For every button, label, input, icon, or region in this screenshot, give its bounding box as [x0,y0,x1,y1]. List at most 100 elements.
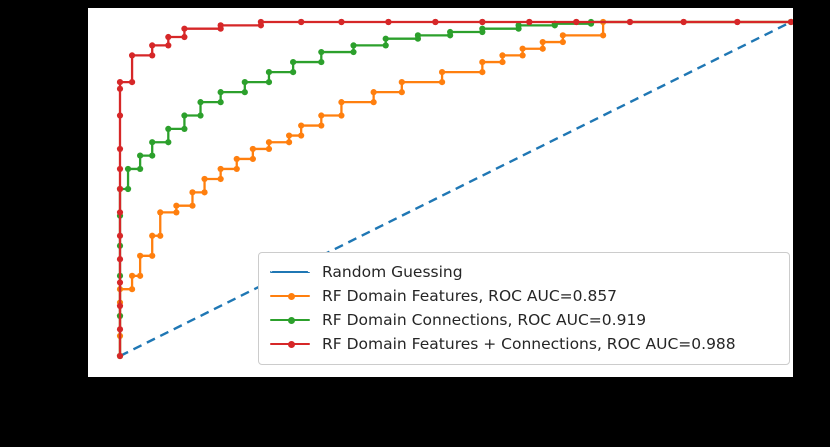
roc-marker [526,18,533,26]
roc-marker [398,89,405,96]
roc-marker [519,45,526,52]
roc-marker [124,165,132,173]
roc-marker [265,139,273,146]
roc-marker [149,152,156,159]
roc-marker [385,18,392,26]
roc-marker [285,132,293,139]
roc-marker [217,89,224,96]
roc-marker [149,252,156,259]
roc-series-rf-domain-features [116,18,793,360]
roc-marker [539,45,546,52]
roc-marker [181,125,188,132]
roc-marker [515,22,522,29]
roc-marker [519,52,526,59]
roc-marker [137,165,144,173]
roc-marker [165,139,172,146]
roc-marker [181,112,188,119]
roc-marker [382,35,389,42]
roc-marker [116,232,124,239]
roc-marker [338,99,345,106]
legend-entry-domain-connections[interactable]: RF Domain Connections, ROC AUC=0.919 [268,308,779,332]
roc-marker [285,139,293,146]
roc-marker [217,175,224,183]
roc-marker [165,125,172,132]
roc-marker [318,58,325,66]
roc-marker [197,99,204,106]
legend-swatch-domain-features [268,284,312,308]
roc-marker [382,42,389,49]
marker-dot-icon [288,292,295,300]
roc-marker [116,165,124,173]
legend-entry-domain-features[interactable]: RF Domain Features, ROC AUC=0.857 [268,284,779,308]
roc-marker [241,79,248,86]
roc-marker [318,112,325,119]
plot-panel: Random Guessing RF Domain Features, ROC … [88,8,793,377]
roc-marker [137,252,144,259]
roc-marker [414,32,422,39]
roc-marker [116,326,124,333]
roc-marker [116,145,124,153]
legend-swatch-domain-connections [268,308,312,332]
roc-marker [116,79,124,86]
roc-marker [128,272,136,279]
roc-marker [438,69,446,76]
legend-entry-features-plus-connections[interactable]: RF Domain Features + Connections, ROC AU… [268,332,779,356]
roc-marker [128,52,136,59]
roc-marker [479,25,486,32]
roc-marker [116,302,124,309]
roc-marker [350,48,357,56]
roc-marker [233,165,240,173]
legend-label-random-guessing: Random Guessing [322,263,463,281]
legend-entry-random-guessing[interactable]: Random Guessing [268,260,779,284]
chart-legend: Random Guessing RF Domain Features, ROC … [258,252,790,365]
roc-marker [318,122,325,129]
roc-marker [137,152,144,159]
roc-marker [189,189,196,196]
roc-marker [165,42,172,49]
roc-marker [137,272,144,279]
roc-series-random-guessing [119,20,792,358]
roc-marker [432,18,439,26]
roc-marker [217,22,224,29]
roc-marker [217,99,224,106]
roc-marker [499,58,506,66]
roc-marker [124,185,132,193]
roc-marker [350,42,357,49]
roc-marker [479,58,486,66]
marker-dot-icon [288,340,295,348]
roc-marker [298,132,305,139]
roc-marker [257,18,265,26]
roc-marker [265,79,273,86]
roc-marker [165,33,172,41]
roc-marker [201,189,208,196]
roc-line [118,20,791,356]
roc-line [119,20,792,358]
roc-marker [265,69,273,76]
roc-marker [149,42,156,49]
roc-marker [181,33,188,41]
roc-marker [217,165,224,173]
roc-marker [116,352,124,360]
roc-marker [559,32,566,39]
legend-label-features-plus-connections: RF Domain Features + Connections, ROC AU… [322,335,736,353]
roc-marker [539,38,546,46]
legend-swatch-random-guessing [268,260,312,284]
roc-marker [249,145,256,153]
roc-marker [499,52,506,59]
roc-marker [173,202,180,209]
roc-marker [290,58,297,66]
roc-marker [290,69,297,76]
legend-label-domain-connections: RF Domain Connections, ROC AUC=0.919 [322,311,647,329]
roc-marker [173,209,180,216]
legend-label-domain-features: RF Domain Features, ROC AUC=0.857 [322,287,618,305]
roc-marker [149,139,156,146]
roc-marker [370,99,377,106]
roc-marker [338,18,345,26]
roc-marker [298,122,305,129]
roc-marker [181,25,188,32]
roc-series-rf-domain-features-connections [116,18,793,360]
legend-swatch-features-plus-connections [268,332,312,356]
roc-marker [249,155,256,163]
roc-marker [116,209,124,216]
